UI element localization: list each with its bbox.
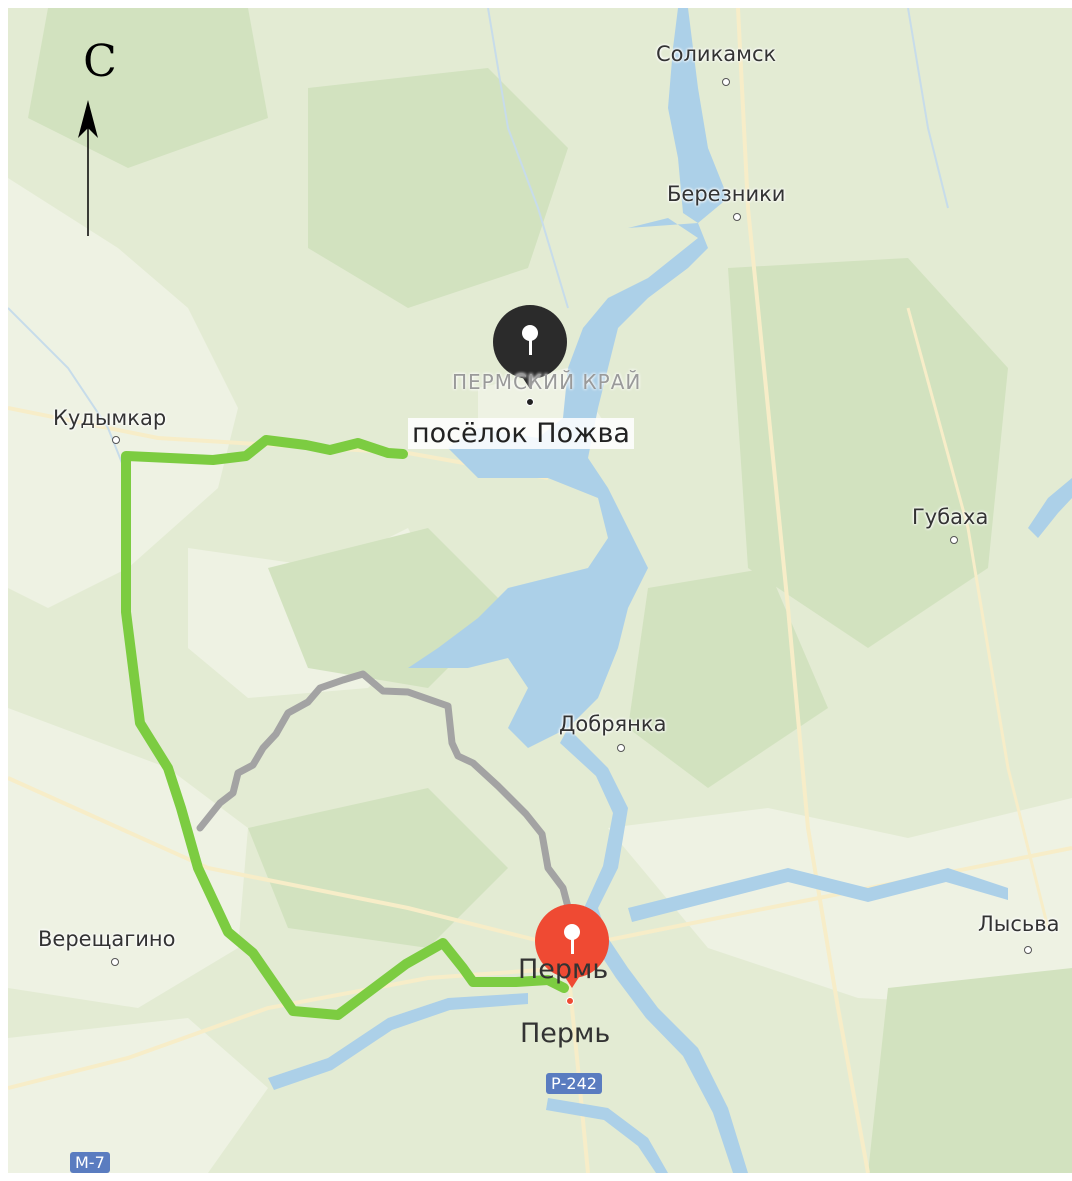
city-dot-lysva xyxy=(1024,946,1032,954)
city-label-lysva[interactable]: Лысьва xyxy=(978,912,1060,936)
north-arrow-icon xyxy=(78,100,98,236)
city-dot-vereshchagino xyxy=(111,958,119,966)
road-shield-m7: М-7 xyxy=(70,1152,110,1173)
origin-pin[interactable] xyxy=(493,305,567,389)
forest-area xyxy=(28,8,268,168)
city-dot-berezniki xyxy=(733,213,741,221)
clearing-area xyxy=(8,1018,268,1173)
highway xyxy=(8,966,569,1090)
kama-river xyxy=(668,8,728,223)
region-label: ПЕРМСКИЙ КРАЙ xyxy=(452,370,642,394)
city-dot-solikamsk xyxy=(722,78,730,86)
north-arrow: С xyxy=(70,36,130,246)
river-branch xyxy=(268,993,528,1090)
highway xyxy=(906,307,1050,929)
city-label-kudymkar[interactable]: Кудымкар xyxy=(53,406,167,430)
route-alternative xyxy=(196,670,577,930)
river-branch xyxy=(546,1098,668,1173)
destination-label-overlapped: Пермь xyxy=(518,954,609,985)
road-shield-r242: Р-242 xyxy=(546,1073,602,1094)
city-label-gubakha[interactable]: Губаха xyxy=(912,505,989,529)
forest-area xyxy=(248,788,508,948)
clearing-area xyxy=(8,708,248,1008)
north-letter: С xyxy=(83,36,117,87)
pin-head-icon xyxy=(564,924,580,940)
destination-point xyxy=(566,997,574,1005)
pin-stem-icon xyxy=(528,339,532,355)
map-canvas[interactable]: ПЕРМСКИЙ КРАЙ Соликамск Березники Кудымк… xyxy=(8,8,1072,1173)
destination-label[interactable]: Пермь xyxy=(520,1018,611,1049)
chusovaya-river xyxy=(628,868,1008,922)
forest-area xyxy=(868,968,1072,1173)
pin-head-icon xyxy=(522,325,538,341)
minor-river xyxy=(487,8,569,309)
forest-area xyxy=(628,568,828,788)
highway xyxy=(8,776,1072,951)
pin-stem-icon xyxy=(570,938,574,954)
city-label-dobryanka[interactable]: Добрянка xyxy=(559,712,667,736)
forest-area xyxy=(308,68,568,308)
clearing-area xyxy=(8,178,238,608)
kama-reservoir xyxy=(408,218,708,748)
forest-area xyxy=(728,258,1008,648)
city-dot-dobryanka xyxy=(617,744,625,752)
highway xyxy=(736,8,870,1173)
minor-river xyxy=(8,307,129,479)
map-base-layer xyxy=(8,8,1072,1173)
river-branch xyxy=(1028,478,1072,538)
city-label-solikamsk[interactable]: Соликамск xyxy=(656,42,777,66)
route-main xyxy=(121,435,569,1020)
origin-label[interactable]: посёлок Пожва xyxy=(408,418,634,449)
kama-river xyxy=(560,728,748,1173)
city-dot-gubakha xyxy=(950,536,958,544)
destination-pin[interactable] xyxy=(535,904,609,988)
city-label-vereshchagino[interactable]: Верещагино xyxy=(38,927,176,951)
origin-point xyxy=(526,398,534,406)
minor-river xyxy=(907,8,949,209)
city-label-berezniki[interactable]: Березники xyxy=(667,182,786,206)
city-dot-kudymkar xyxy=(112,436,120,444)
clearing-area xyxy=(608,798,1072,1008)
